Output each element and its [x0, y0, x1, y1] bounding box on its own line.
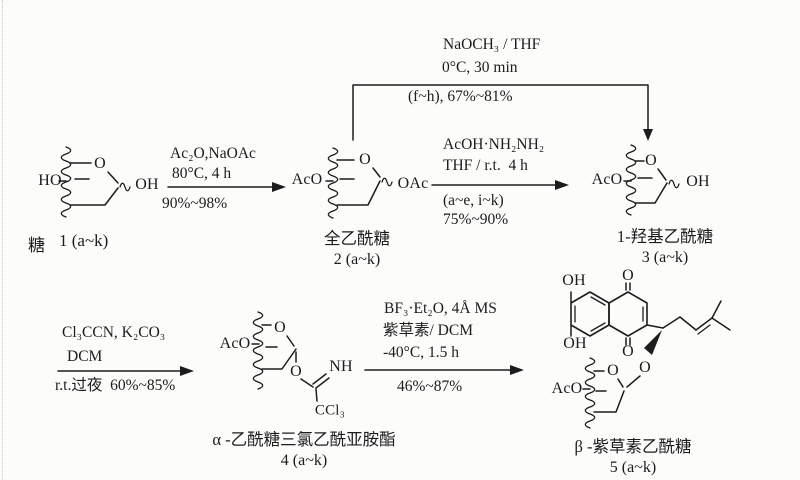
structure-4-skeleton: [251, 311, 330, 402]
bypass-reagents-line2: 0°C, 30 min: [442, 59, 518, 76]
s5-oh-top-label: OH: [562, 272, 586, 289]
step1-reagents-line2: 80°C, 4 h: [172, 165, 232, 182]
compound-2-number: 2 (a~k): [333, 250, 381, 268]
scan-edge-artifact: [2, 0, 3, 480]
s1-left-group-label: HO: [38, 172, 62, 189]
compound-5-number: 5 (a~k): [609, 458, 657, 476]
s5-quinone-o-top-label: O: [622, 267, 634, 284]
arrow-bypass: [352, 84, 653, 141]
arrow-step3: [57, 366, 194, 376]
s4-ccl3-label: CCl₃: [314, 402, 346, 419]
s4-ring-oxygen-label: O: [274, 319, 286, 336]
arrow-step2: [431, 180, 569, 190]
step3-yield: r.t.过夜 60%~85%: [55, 377, 176, 394]
s4-imine-nh-label: NH: [329, 358, 353, 375]
step3-reagents-line1: Cl₃CCN, K₂CO₃: [62, 324, 166, 341]
structure-3-skeleton: [623, 144, 680, 216]
s2-left-group-label: AcO: [291, 171, 323, 188]
s5-glycosidic-oxygen-label: O: [639, 359, 651, 376]
s4-exo-oxygen-label: O: [290, 363, 302, 380]
compound-4-name: α -乙酰糖三氯乙酰亚胺酯: [212, 430, 396, 449]
s5-oh-bottom-label: OH: [563, 335, 587, 352]
step4-reagents-line1: BF₃·Et₂O, 4Å MS: [384, 300, 497, 317]
s5-quinone-o-bottom-label: O: [622, 343, 634, 360]
structure-2-skeleton: [325, 147, 393, 219]
step2-scope: (a~e, i~k): [443, 192, 504, 209]
compound-3-name: 1-羟基乙酰糖: [616, 227, 714, 246]
compound-2-name: 全乙酰糖: [324, 229, 390, 248]
step1-reagents-line1: Ac₂O,NaOAc: [170, 145, 256, 162]
compound-5-label: β -紫草素乙酰糖 5 (a~k): [544, 437, 722, 477]
s5-ring-oxygen-label: O: [607, 362, 619, 379]
step4-reagents-line2: 紫草素/ DCM: [383, 322, 473, 339]
s1-anomeric-group-label: OH: [135, 176, 159, 193]
structure-5-skeleton: [570, 282, 731, 429]
compound-3-number: 3 (a~k): [641, 248, 689, 266]
stereo-wedge-bond: [644, 330, 662, 355]
s4-left-group-label: AcO: [219, 335, 251, 352]
bypass-scope-yield: (f~h), 67%~81%: [408, 88, 513, 105]
compound-1-name: 糖: [28, 236, 45, 255]
compound-4-label: α -乙酰糖三氯乙酰亚胺酯 4 (a~k): [193, 430, 415, 470]
s3-ring-oxygen-label: O: [645, 152, 657, 169]
s3-left-group-label: AcO: [591, 171, 623, 188]
compound-4-number: 4 (a~k): [280, 451, 328, 469]
s2-anomeric-group-label: OAc: [397, 175, 429, 192]
bypass-reagents-line1: NaOCH₃ / THF: [443, 36, 541, 53]
compound-5-name: β -紫草素乙酰糖: [574, 437, 692, 456]
compound-3-label: 1-羟基乙酰糖 3 (a~k): [590, 227, 740, 267]
step2-reagents-line1: AcOH·NH₂NH₂: [443, 136, 545, 153]
arrow-step4: [364, 365, 524, 375]
step1-yield: 90%~98%: [162, 195, 228, 212]
compound-2-label: 全乙酰糖 2 (a~k): [297, 229, 417, 269]
s5-left-group-label: AcO: [551, 380, 583, 397]
s1-ring-oxygen-label: O: [94, 155, 106, 172]
step2-reagents-line2: THF / r.t. 4 h: [443, 157, 528, 174]
step2-yield: 75%~90%: [443, 211, 509, 228]
step3-reagents-line2: DCM: [67, 348, 103, 365]
s3-anomeric-group-label: OH: [686, 173, 710, 190]
structure-1-skeleton: [58, 146, 131, 218]
step4-yield: 46%~87%: [397, 378, 463, 395]
arrow-step1: [167, 182, 286, 192]
compound-1-number: 1 (a~k): [59, 231, 109, 250]
s2-ring-oxygen-label: O: [359, 151, 371, 168]
compound-1-label: 糖 1 (a~k): [28, 231, 108, 256]
step4-reagents-line3: -40°C, 1.5 h: [383, 344, 459, 361]
